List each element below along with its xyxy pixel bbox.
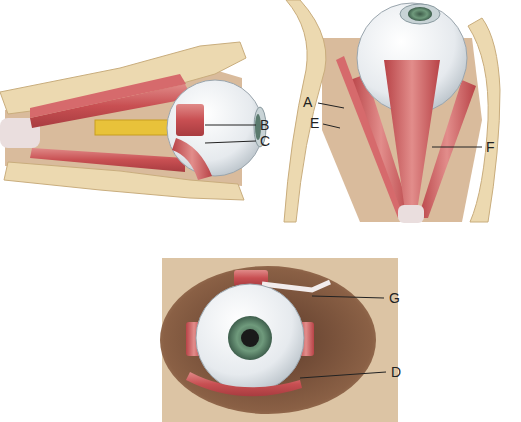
lateral-rectus-stub: [176, 104, 204, 136]
orbit-opening: [160, 266, 376, 414]
superior-rectus: [384, 60, 440, 218]
callout-letter: C: [260, 134, 270, 148]
leader-line: [205, 125, 256, 126]
leader-line: [323, 124, 340, 128]
inferior-oblique: [172, 138, 212, 180]
inferior-oblique: [186, 372, 302, 396]
orbit-wall-bone: [284, 0, 326, 222]
tendon-ring: [398, 205, 424, 223]
leader-line: [205, 141, 256, 143]
orbit-wall-bone: [468, 18, 500, 222]
leader-line: [318, 103, 344, 108]
anterior-view: [160, 258, 398, 422]
leader-line: [432, 147, 482, 148]
pupil: [241, 329, 259, 347]
callout-letter: B: [260, 118, 269, 132]
callout-letter: F: [486, 140, 495, 154]
callout-letter: A: [303, 95, 312, 109]
levator-muscle: [30, 74, 186, 118]
cornea: [400, 4, 440, 24]
leader-line: [300, 372, 386, 378]
eyeball: [167, 80, 263, 176]
eyeball: [196, 284, 304, 392]
superior-view: [284, 0, 500, 223]
callout-letter: E: [310, 116, 319, 130]
leader-line: [312, 296, 384, 298]
callout-letter: D: [391, 365, 401, 379]
callout-letter: G: [389, 291, 400, 305]
lateral-view: [0, 42, 266, 200]
inferior-muscle: [30, 148, 185, 172]
iris: [228, 316, 272, 360]
iris: [408, 7, 432, 21]
